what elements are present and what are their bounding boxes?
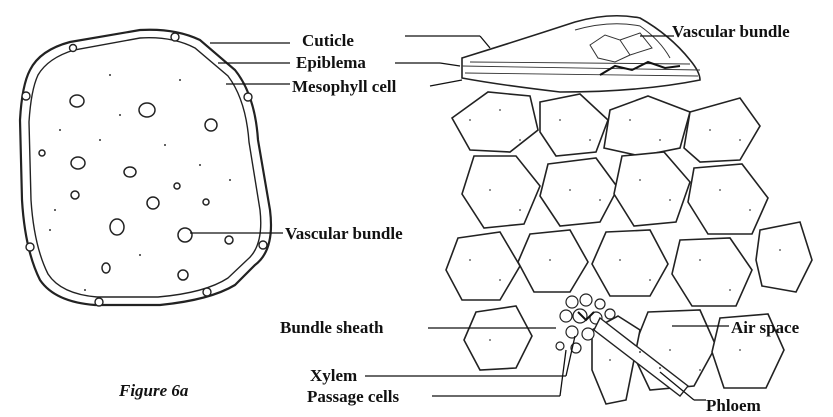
cross-section-outline: [20, 30, 271, 305]
cuticle-label: Cuticle: [302, 31, 354, 50]
passage-cells-label: Passage cells: [307, 387, 399, 406]
epidermis-band: [462, 16, 700, 92]
outline-nodes: [22, 33, 267, 306]
phloem-label: Phloem: [706, 396, 761, 415]
figure-caption: Figure 6a: [118, 381, 189, 400]
xylem-label: Xylem: [310, 366, 357, 385]
airspace-label: Air space: [731, 318, 800, 337]
vascular-bundle-label-top: Vascular bundle: [672, 22, 790, 41]
vascular-bundles: [39, 95, 233, 280]
mesophyll-cell-label: Mesophyll cell: [292, 77, 397, 96]
epiblema-label: Epiblema: [296, 53, 366, 72]
vascular-bundle-label-left: Vascular bundle: [285, 224, 403, 243]
bundle-sheath-label: Bundle sheath: [280, 318, 384, 337]
